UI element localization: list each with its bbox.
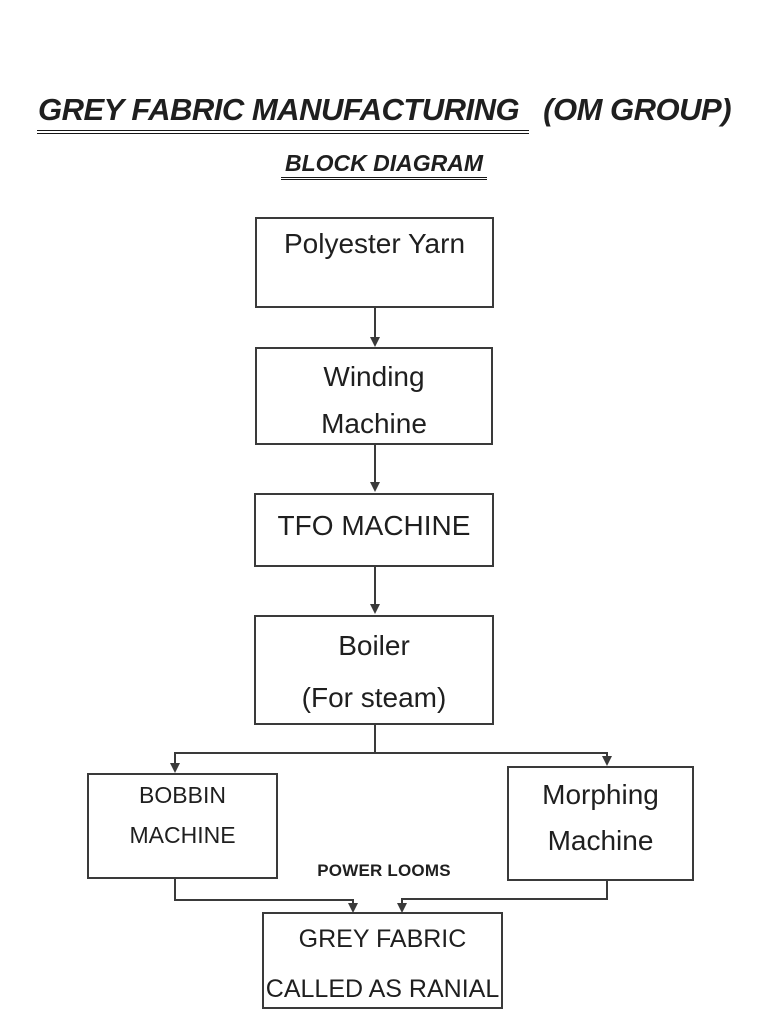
connector-winding-to-tfo (374, 445, 376, 483)
node-label: (For steam) (301, 682, 447, 713)
page-title: GREY FABRIC MANUFACTURING (OM GROUP) (0, 92, 768, 134)
node-label: Machine (321, 408, 427, 439)
page-subtitle: BLOCK DIAGRAM (0, 150, 768, 180)
connector-split-to-morphing (606, 752, 608, 759)
node-polyester-yarn: Polyester Yarn (255, 217, 494, 308)
arrowhead-down-icon (397, 903, 407, 913)
connector-bobbin-grey-stub (352, 899, 354, 905)
arrowhead-down-icon (370, 337, 380, 347)
page-subtitle-text: BLOCK DIAGRAM (280, 150, 488, 180)
arrowhead-down-icon (602, 756, 612, 766)
connector-morphing-to-grey (401, 898, 608, 900)
node-winding-machine: Winding Machine (255, 347, 493, 445)
connector-tfo-to-boiler (374, 567, 376, 605)
arrowhead-down-icon (370, 604, 380, 614)
connector-boiler-stem (374, 725, 376, 754)
node-label: GREY FABRIC (298, 925, 467, 953)
node-label: Polyester Yarn (283, 228, 466, 259)
page-title-suffix: (OM GROUP) (543, 92, 732, 127)
arrowhead-down-icon (348, 903, 358, 913)
connector-split-to-bobbin (174, 752, 176, 764)
node-label: Winding (323, 361, 425, 392)
connector-bobbin-stem (174, 879, 176, 901)
node-label: Boiler (338, 630, 410, 661)
edge-label-power-looms: POWER LOOMS (317, 861, 451, 880)
page-title-main: GREY FABRIC MANUFACTURING (36, 92, 530, 134)
node-tfo-machine: TFO MACHINE (254, 493, 494, 567)
node-label: Morphing (542, 779, 659, 810)
node-label: BOBBIN (139, 782, 226, 808)
connector-morphing-stem (606, 881, 608, 900)
connector-boiler-split (174, 752, 608, 754)
connector-bobbin-to-grey (174, 899, 354, 901)
node-boiler: Boiler (For steam) (254, 615, 494, 725)
node-label: TFO MACHINE (277, 510, 471, 541)
node-label: Machine (547, 825, 654, 856)
node-morphing-machine: Morphing Machine (507, 766, 694, 881)
arrowhead-down-icon (370, 482, 380, 492)
node-grey-fabric: GREY FABRIC CALLED AS RANIAL (262, 912, 503, 1009)
node-label: CALLED AS RANIAL (265, 975, 500, 1003)
connector-polyester-to-winding (374, 307, 376, 338)
connector-morphing-grey-stub (401, 898, 403, 905)
node-label: MACHINE (129, 822, 236, 848)
node-bobbin-machine: BOBBIN MACHINE (87, 773, 278, 879)
arrowhead-down-icon (170, 763, 180, 773)
